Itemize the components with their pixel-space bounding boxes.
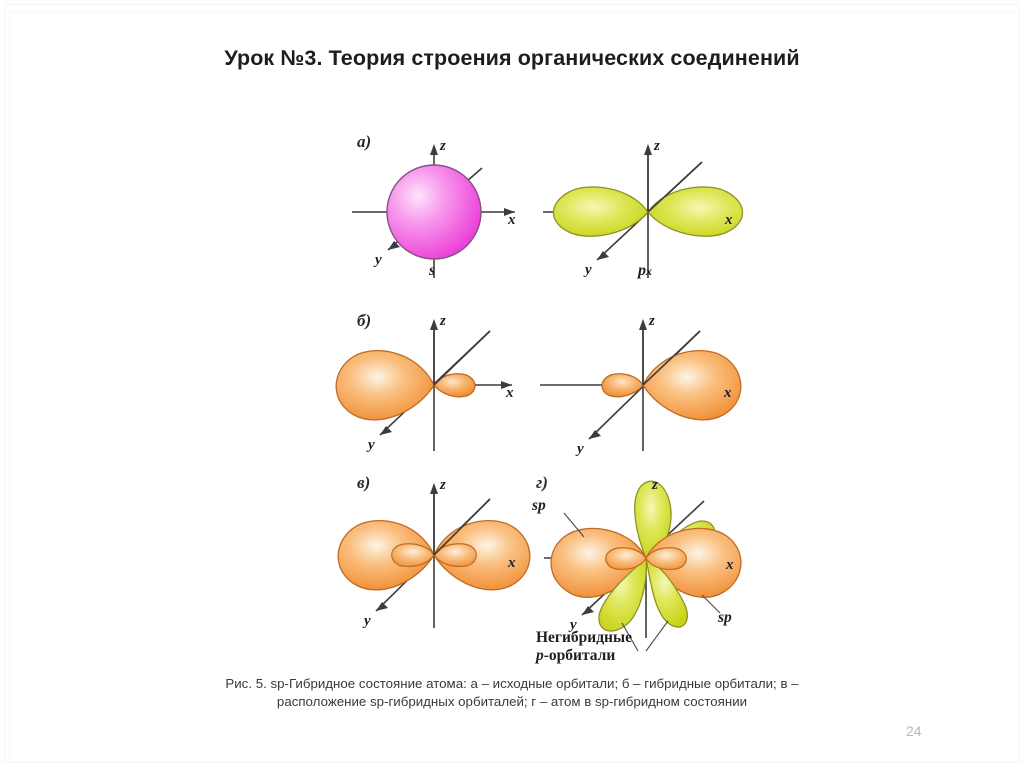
- nonhybrid-orbitals-note: Негибридные p-орбитали: [536, 629, 756, 665]
- orbital-label-px: px: [638, 262, 652, 280]
- page-number: 24: [906, 723, 922, 739]
- axis-label-x: x: [726, 557, 734, 573]
- panel-letter-a: а): [357, 132, 372, 151]
- panel-letter-b: б): [357, 311, 372, 330]
- panel-letter-g: г): [536, 473, 548, 492]
- axis-label-z: z: [649, 313, 655, 329]
- axis-label-z: z: [440, 313, 446, 329]
- nonhybrid-note-p-italic: p: [536, 647, 544, 664]
- axis-label-z: z: [654, 138, 660, 154]
- axis-label-z: z: [652, 477, 658, 493]
- axis-label-z: z: [440, 138, 446, 154]
- panel-b-hybrid-left: б): [330, 303, 560, 463]
- axis-label-y: y: [570, 617, 577, 633]
- orbital-label-s: s: [429, 262, 436, 279]
- axis-label-y: y: [368, 437, 375, 453]
- orbital-label-px-base: p: [638, 262, 646, 279]
- page-title: Урок №3. Теория строения органических со…: [224, 46, 800, 70]
- nonhybrid-note-line-1: Негибридные: [536, 629, 632, 646]
- axis-label-y: y: [585, 262, 592, 278]
- s-orbital-drawing: [352, 144, 515, 278]
- axis-label-y: y: [364, 613, 371, 629]
- figure-caption-line-2: расположение sp-гибридных орбиталей; г –…: [276, 693, 748, 709]
- sp-label-right: sp: [718, 609, 732, 626]
- sp-hybrid-pair-drawing: [337, 483, 531, 628]
- axis-label-x: x: [724, 385, 732, 401]
- orbital-figure: а): [330, 120, 780, 665]
- panel-a-p-orbital: x z y px: [535, 120, 775, 290]
- nonhybrid-note-suffix: -орбитали: [543, 647, 616, 664]
- panel-a-s-orbital: а): [330, 120, 560, 290]
- panel-letter-v: в): [357, 473, 371, 492]
- sp-hybrid-right-drawing: [540, 319, 742, 451]
- axis-label-z: z: [440, 477, 446, 493]
- axis-label-y: y: [375, 252, 382, 268]
- axis-label-x: x: [508, 555, 516, 571]
- axis-label-x: x: [506, 385, 514, 401]
- sp-hybrid-left-drawing: [335, 319, 512, 451]
- axis-label-x: x: [725, 212, 733, 228]
- sp-atom-drawing: [544, 480, 742, 652]
- figure-caption: Рис. 5. sp-Гибридное состояние атома: а …: [140, 675, 884, 710]
- axis-label-y: y: [577, 441, 584, 457]
- panel-g-sp-atom: г): [526, 463, 776, 663]
- figure-caption-line-1: Рис. 5. sp-Гибридное состояние атома: а …: [225, 676, 799, 691]
- axis-label-x: x: [508, 212, 516, 228]
- nonhybrid-note-line-2: p-орбитали: [536, 647, 756, 665]
- orbital-label-px-subscript: x: [646, 264, 652, 278]
- sp-label-left: sp: [532, 497, 546, 514]
- panel-v-hybrid-pair: в): [330, 463, 560, 638]
- panel-b-hybrid-right: x z y: [535, 303, 775, 463]
- p-orbital-drawing: [543, 144, 744, 278]
